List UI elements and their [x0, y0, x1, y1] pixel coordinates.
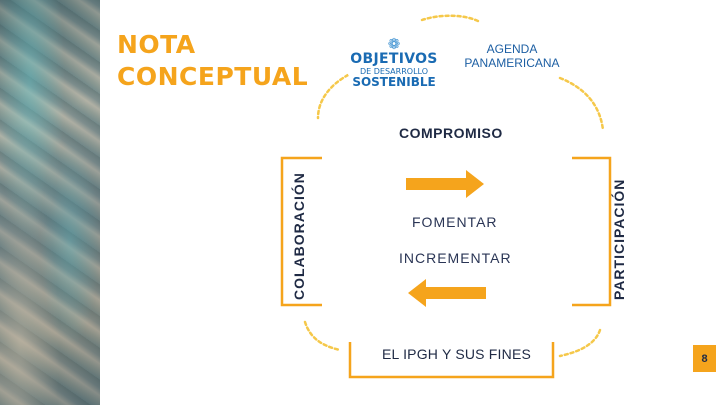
agenda-logo-line-1: AGENDA	[486, 42, 538, 56]
ods-logo-line-3: SOSTENIBLE	[352, 74, 436, 89]
label-ipgh-fines: EL IPGH Y SUS FINES	[382, 346, 532, 362]
bracket-left	[280, 156, 322, 307]
label-incrementar: INCREMENTAR	[399, 250, 512, 266]
background-texture-strip	[0, 0, 100, 405]
dashed-arc-top	[420, 14, 482, 24]
title-line-2: CONCEPTUAL	[117, 62, 309, 91]
bracket-bottom	[348, 342, 555, 379]
dashed-arc-bottom-right	[558, 328, 602, 358]
label-participacion: PARTICIPACIÓN	[611, 178, 627, 300]
ods-logo-line-2: DE DESARROLLO	[359, 66, 428, 76]
un-emblem-icon: ❁	[387, 34, 401, 53]
label-colaboracion: COLABORACIÓN	[291, 172, 307, 300]
dashed-arc-top-right	[558, 76, 605, 132]
bracket-right	[572, 156, 612, 307]
ods-logo: ❁ OBJETIVOS DE DESARROLLO SOSTENIBLE	[345, 26, 443, 98]
dashed-arc-top-left	[316, 73, 350, 120]
arrow-left-icon	[408, 279, 486, 307]
page-number-badge: 8	[693, 345, 716, 372]
agenda-panamericana-logo: AGENDA PANAMERICANA	[462, 24, 562, 88]
ods-logo-line-1: OBJETIVOS	[350, 50, 438, 67]
dashed-arc-bottom-left	[303, 320, 342, 352]
label-compromiso: COMPROMISO	[399, 125, 503, 141]
arrow-right-icon	[406, 170, 484, 198]
title-line-1: NOTA	[117, 30, 196, 59]
label-fomentar: FOMENTAR	[412, 214, 498, 230]
agenda-logo-line-2: PANAMERICANA	[464, 56, 560, 70]
page-title: NOTA CONCEPTUAL	[117, 29, 308, 93]
